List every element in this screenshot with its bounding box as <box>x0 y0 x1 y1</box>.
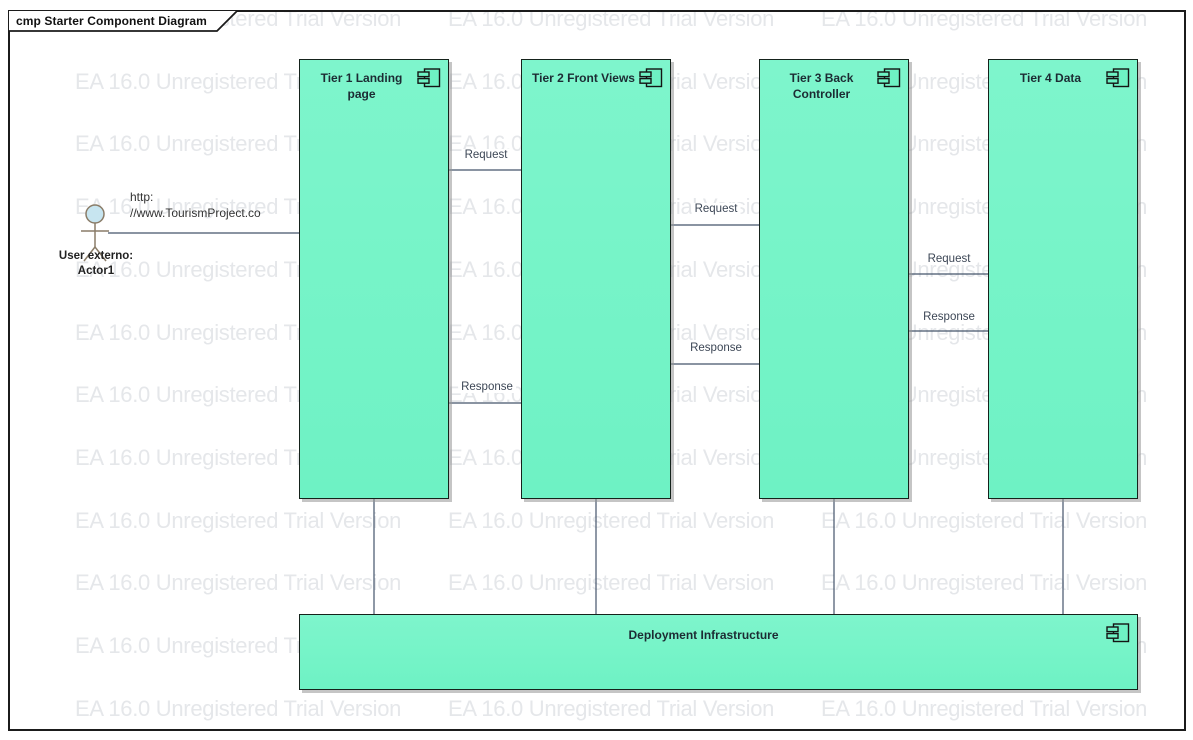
uml-component-icon <box>417 68 441 88</box>
label-t1-t2-request: Request <box>461 149 511 161</box>
trial-watermark-text: EA 16.0 Unregistered Trial Version <box>448 695 775 721</box>
actor-name-line2: Actor1 <box>77 265 115 277</box>
label-t1-t2-response: Response <box>458 381 516 393</box>
url-line1: http: <box>130 190 154 204</box>
component-tier3-back-controller[interactable]: Tier 3 Back Controller <box>759 59 909 499</box>
label-t2-t3-response: Response <box>687 342 745 354</box>
actor-link-url-label: http: //www.TourismProject.co <box>130 189 261 221</box>
component-label: Tier 1 Landing page <box>320 71 403 102</box>
component-tier1-landing-page[interactable]: Tier 1 Landing page <box>299 59 449 499</box>
trial-watermark-text: EA 16.0 Unregistered Trial Version <box>821 570 1148 596</box>
url-line2: //www.TourismProject.co <box>130 206 261 220</box>
label-t3-t4-request: Request <box>924 253 974 265</box>
actor-name-line1: User externo: <box>58 250 134 262</box>
diagram-frame <box>8 10 1186 731</box>
component-tier2-front-views[interactable]: Tier 2 Front Views <box>521 59 671 499</box>
component-deployment-infrastructure[interactable]: Deployment Infrastructure <box>299 614 1138 690</box>
trial-watermark-text: EA 16.0 Unregistered Trial Version <box>821 507 1148 533</box>
trial-watermark-text: EA 16.0 Unregistered Trial Version <box>75 507 402 533</box>
uml-component-icon <box>1106 623 1130 643</box>
component-label: Tier 2 Front Views <box>532 71 635 85</box>
component-label: Deployment Infrastructure <box>628 628 779 642</box>
label-t3-t4-response: Response <box>920 311 978 323</box>
uml-component-icon <box>639 68 663 88</box>
trial-watermark-text: EA 16.0 Unregistered Trial Version <box>448 570 775 596</box>
frame-tab <box>9 10 238 32</box>
component-tier4-data[interactable]: Tier 4 Data <box>988 59 1138 499</box>
uml-component-icon <box>1106 68 1130 88</box>
label-t2-t3-request: Request <box>691 203 741 215</box>
uml-component-icon <box>877 68 901 88</box>
trial-watermark-text: EA 16.0 Unregistered Trial Version <box>448 507 775 533</box>
actor-figure[interactable] <box>81 204 109 262</box>
trial-watermark-text: EA 16.0 Unregistered Trial Version <box>75 570 402 596</box>
trial-watermark-text: EA 16.0 Unregistered Trial Version <box>821 695 1148 721</box>
trial-watermark-text: EA 16.0 Unregistered Trial Version <box>75 695 402 721</box>
component-label: Tier 3 Back Controller <box>789 71 854 102</box>
frame-tab-label: cmp Starter Component Diagram <box>16 14 207 28</box>
component-label: Tier 4 Data <box>1019 71 1082 85</box>
